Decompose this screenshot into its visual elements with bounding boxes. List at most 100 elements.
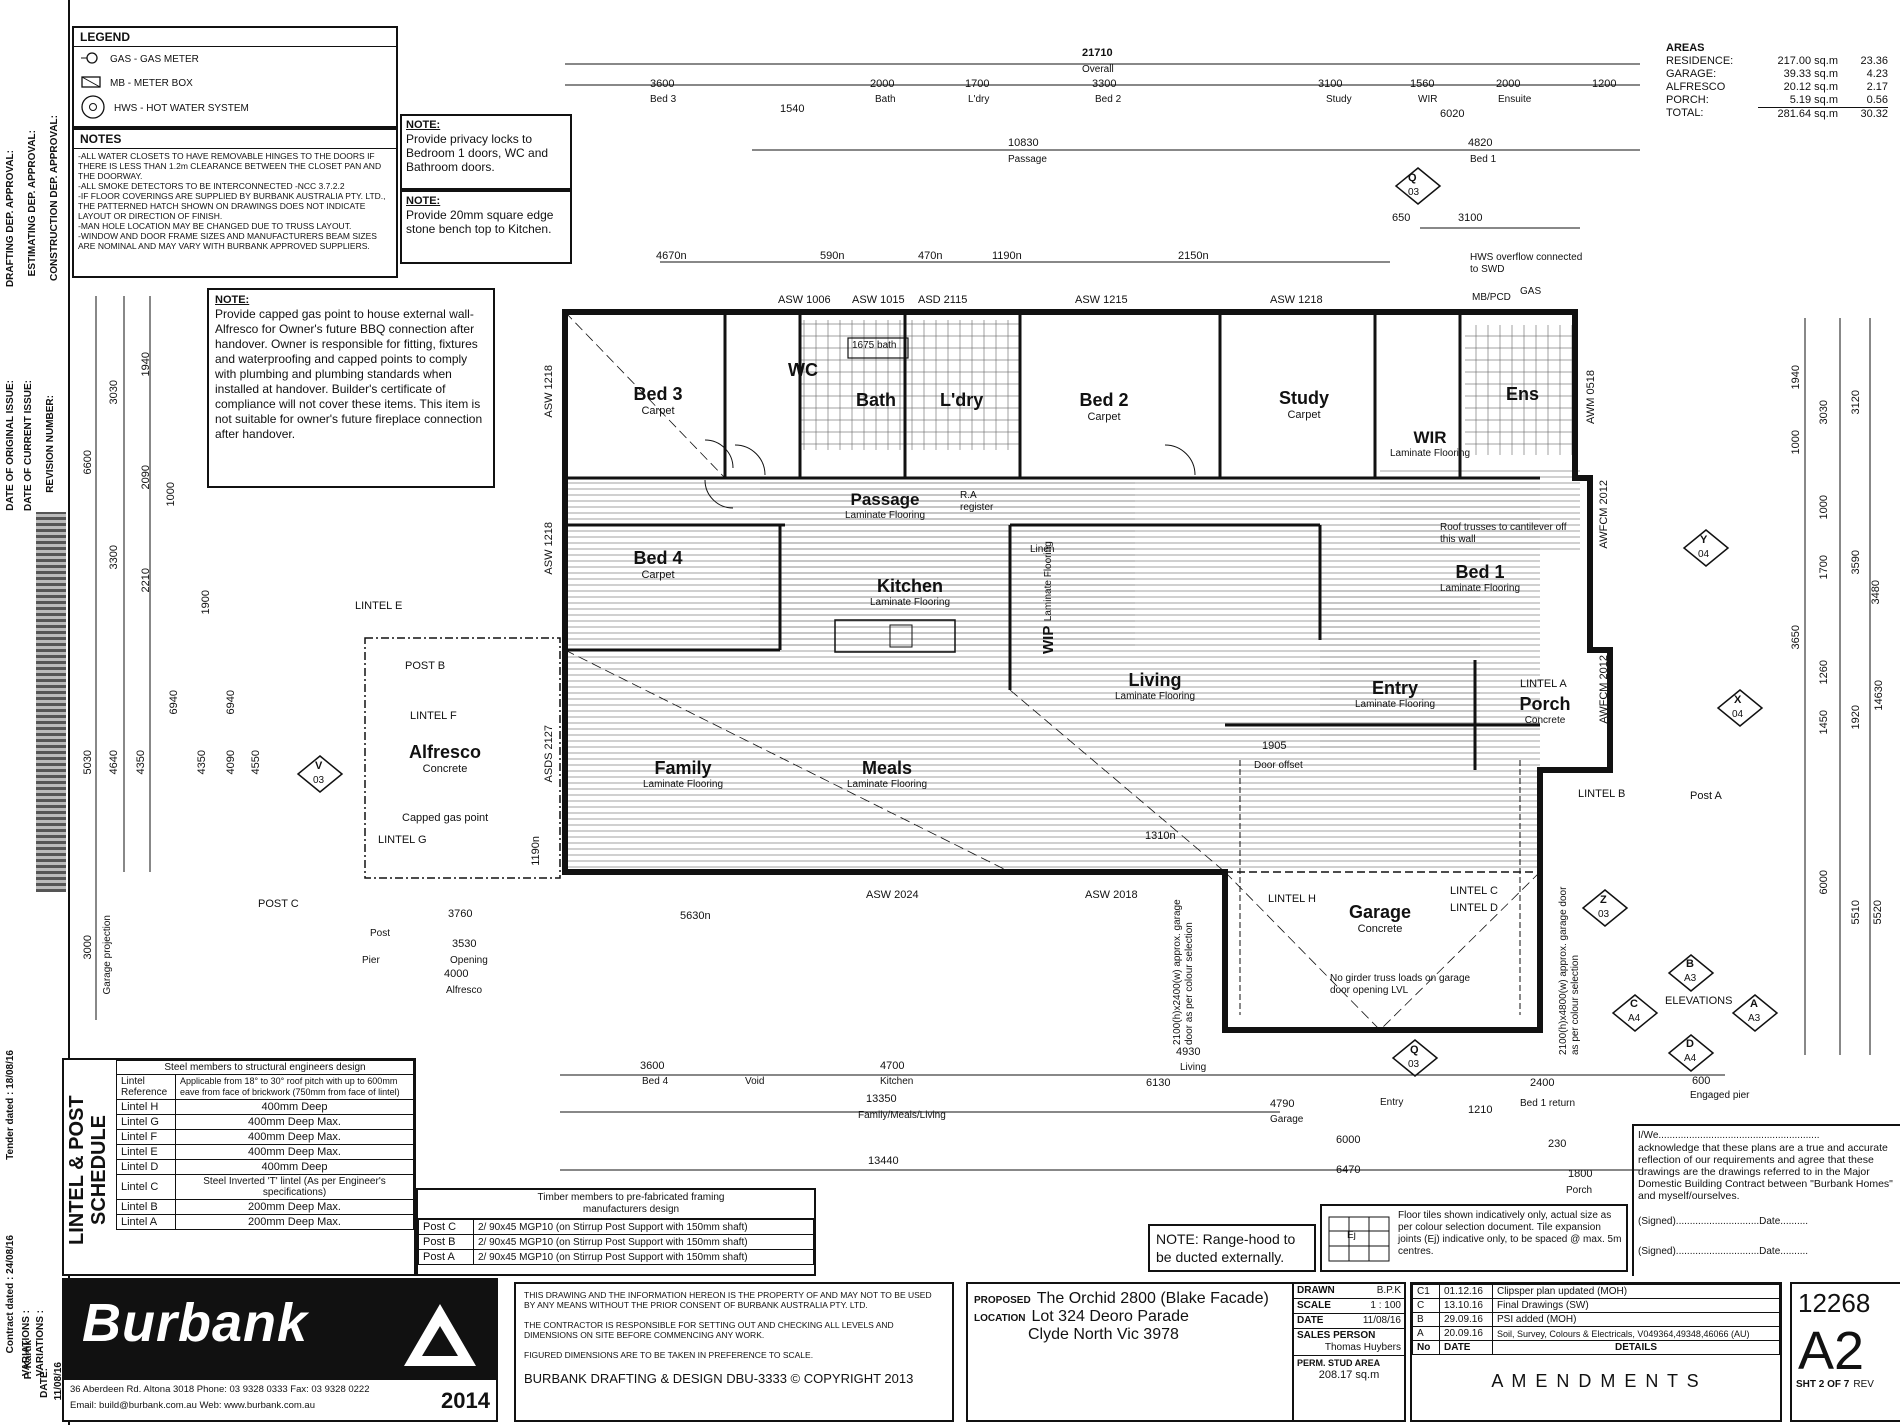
dim-1540: 1540 — [780, 103, 805, 115]
left-dim: 1900 — [200, 590, 212, 615]
dim-top: 2000 — [1496, 78, 1521, 90]
window-left: ASW 1218 — [543, 522, 555, 575]
lintel-desc-header: Applicable from 18° to 30° roof pitch wi… — [175, 1074, 414, 1100]
room-finish: Laminate Flooring — [1439, 583, 1521, 594]
right-dim: 3120 — [1850, 390, 1862, 415]
lintel-label: LINTEL C — [1450, 885, 1498, 897]
room-name: WIP — [1040, 625, 1057, 654]
lintel-table: Steel members to structural engineers de… — [116, 1060, 414, 1230]
dim-top-sub: Ensuite — [1498, 94, 1532, 105]
note-gas-title: NOTE: — [215, 294, 250, 306]
lintel-ref: Lintel B — [116, 1199, 176, 1215]
right-dim: 3480 — [1870, 580, 1882, 605]
lintel-desc: 400mm Deep — [175, 1159, 414, 1175]
room-finish: Laminate Flooring — [844, 510, 926, 521]
side-strip: DRAFTING DEP. APPROVAL: ESTIMATING DEP. … — [0, 0, 70, 1425]
marker-letter: Q — [1410, 1044, 1419, 1056]
right-dim: 1940 — [1790, 365, 1802, 390]
note-privacy-title: NOTE: — [406, 119, 441, 131]
dim-top: 1200 — [1592, 78, 1617, 90]
dim-1190n: 1190n — [530, 836, 542, 866]
lintel-ref: Lintel G — [116, 1114, 176, 1130]
post-label: POST C — [258, 898, 299, 910]
room-finish: Laminate Flooring — [1114, 691, 1196, 702]
alfresco-dim: 3760 — [448, 908, 473, 920]
left-dim: 4090 — [225, 750, 237, 775]
elevation-ref: A4 — [1684, 1053, 1697, 1064]
ens-tiles — [1465, 325, 1575, 455]
company-address: 36 Aberdeen Rd. Altona 3018 Phone: 03 93… — [70, 1384, 370, 1395]
amend-no: C1 — [1412, 1284, 1440, 1299]
dim-top-sub: Bath — [875, 94, 896, 105]
entry-hatch — [1320, 590, 1480, 750]
left-dim: 3000 — [82, 935, 94, 960]
amend-no: B — [1412, 1312, 1440, 1327]
left-dim: 6940 — [168, 690, 180, 715]
note-privacy-text: Provide privacy locks to Bedroom 1 doors… — [406, 132, 549, 174]
right-dim: 1000 — [1818, 495, 1830, 520]
bottom-sub: Entry — [1380, 1097, 1404, 1108]
window-right: AWFCM 2012 — [1598, 480, 1610, 549]
room-name: Kitchen — [876, 576, 943, 596]
tiles-note-text: Floor tiles shown indicatively only, act… — [1398, 1210, 1622, 1257]
marker-ref: 03 — [1408, 1059, 1420, 1070]
notes-title: NOTES — [74, 130, 396, 149]
dim-overall-sub: Overall — [1082, 64, 1114, 75]
bed1-sub: Bed 1 — [1470, 154, 1497, 165]
door-left: ASDS 2127 — [543, 725, 555, 783]
garage-door-right: 2100(h)x4800(w) approx. garage door as p… — [1558, 886, 1581, 1055]
dim-overall: 21710 — [1082, 47, 1113, 59]
company-logo: Burbank — [82, 1293, 309, 1353]
alfresco-sub: Alfresco — [446, 985, 483, 996]
lintel-ref-header: Lintel Reference — [116, 1074, 176, 1100]
area-sqm: 39.33 sq.m — [1783, 68, 1838, 80]
right-dim: 14630 — [1873, 680, 1885, 711]
bottom-sub: Void — [745, 1076, 765, 1087]
room-ldry: L'dry — [940, 390, 984, 410]
title-info-key: SALES PERSON — [1297, 1330, 1376, 1341]
title-info-key: DATE — [1297, 1315, 1324, 1326]
room-ens: Ens — [1506, 384, 1540, 404]
marker-ref: 04 — [1698, 549, 1710, 560]
bath-size: 1675 bath — [852, 340, 897, 351]
note-item: -ALL SMOKE DETECTORS TO BE INTERCONNECTE… — [78, 181, 345, 191]
lintel-label: LINTEL F — [410, 710, 457, 722]
amend-details: Final Drawings (SW) — [1492, 1298, 1780, 1313]
marker-letter: Q — [1408, 172, 1417, 184]
lintel-label: LINTEL D — [1450, 902, 1498, 914]
timber-ref: Post B — [418, 1234, 474, 1250]
room-finish: Carpet — [641, 405, 675, 417]
bottom-dim: 230 — [1548, 1138, 1567, 1150]
alfresco-dim: 3530 — [452, 938, 477, 950]
left-dim: 2090 — [140, 465, 152, 490]
dim-4820: 4820 — [1468, 137, 1493, 149]
sheet-rev: REV — [1853, 1379, 1874, 1390]
left-dim: 4640 — [108, 750, 120, 775]
bottom-dim: 6000 — [1336, 1134, 1361, 1146]
window-right: AWFCM 2012 — [1598, 655, 1610, 724]
window-label: ASW 1218 — [1270, 294, 1323, 306]
window-spacing: 1190n — [992, 250, 1022, 262]
lintel-label: LINTEL A — [1520, 678, 1567, 690]
room-finish: Laminate Flooring — [642, 779, 724, 790]
room-finish: Laminate Flooring — [846, 779, 928, 790]
rangehood-note: NOTE: Range-hood to be ducted externally… — [1148, 1224, 1316, 1272]
lintel-ref: Lintel H — [116, 1099, 176, 1115]
right-dim: 3030 — [1818, 400, 1830, 425]
room-name: Bed 1 — [1455, 562, 1505, 582]
company-block: Burbank 36 Aberdeen Rd. Altona 3018 Phon… — [62, 1278, 498, 1422]
disclaimer-item: FIGURED DIMENSIONS ARE TO BE TAKEN IN PR… — [524, 1350, 814, 1360]
gas-meter-icon — [80, 51, 102, 70]
